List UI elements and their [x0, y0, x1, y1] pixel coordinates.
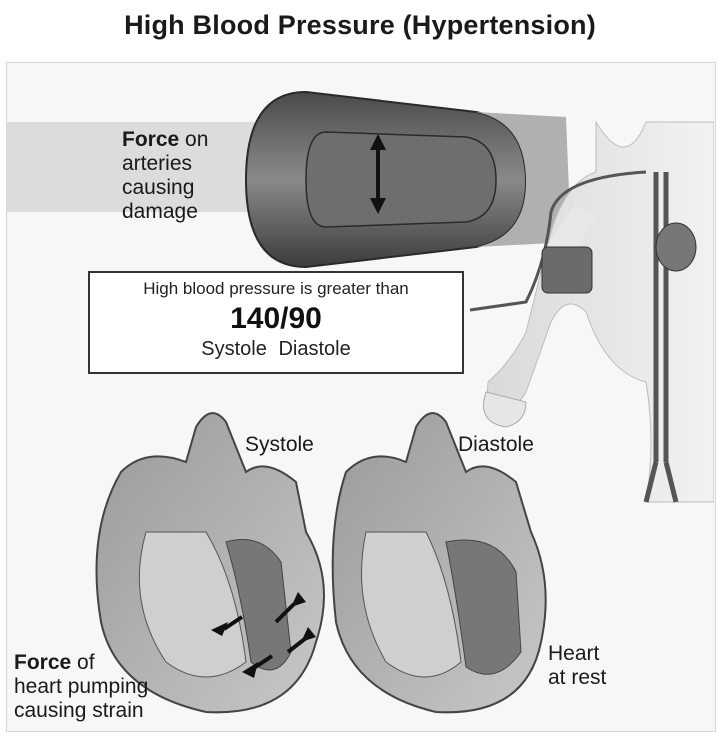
artery-label-line4: damage: [122, 200, 198, 223]
heart-label-line3: causing strain: [14, 699, 144, 722]
bp-phase-labels: Systole Diastole: [90, 338, 462, 361]
artery-force-label: Force on arteries causing damage: [122, 128, 208, 224]
rest-label-line1: Heart: [548, 642, 599, 665]
rest-label-line2: at rest: [548, 666, 606, 689]
artery-label-line3: causing: [122, 176, 194, 199]
artery-label-on: on: [179, 128, 208, 151]
bp-threshold-value: 140/90: [90, 302, 462, 336]
heart-diastole: [333, 413, 546, 712]
body-heart: [656, 223, 696, 271]
figure-title: High Blood Pressure (Hypertension): [0, 10, 720, 41]
heart-label-line2: heart pumping: [14, 675, 148, 698]
blood-pressure-threshold-box: High blood pressure is greater than 140/…: [88, 271, 464, 374]
heart-rest-label: Heart at rest: [548, 642, 606, 690]
heart-force-label: Force of heart pumping causing strain: [14, 651, 148, 723]
hypertension-illustration: [6, 62, 714, 730]
diastole-caption: Diastole: [278, 338, 350, 361]
heart-label-of: of: [71, 651, 94, 674]
heart-systole-label: Systole: [245, 433, 314, 457]
artery-label-line2: arteries: [122, 152, 192, 175]
bp-threshold-text: High blood pressure is greater than: [90, 279, 462, 299]
heart-label-bold: Force: [14, 651, 71, 674]
artery-label-bold: Force: [122, 128, 179, 151]
blood-pressure-cuff: [542, 247, 592, 293]
heart-diastole-label: Diastole: [458, 433, 534, 457]
artery-cross-section: [6, 92, 571, 267]
systole-caption: Systole: [201, 338, 267, 361]
